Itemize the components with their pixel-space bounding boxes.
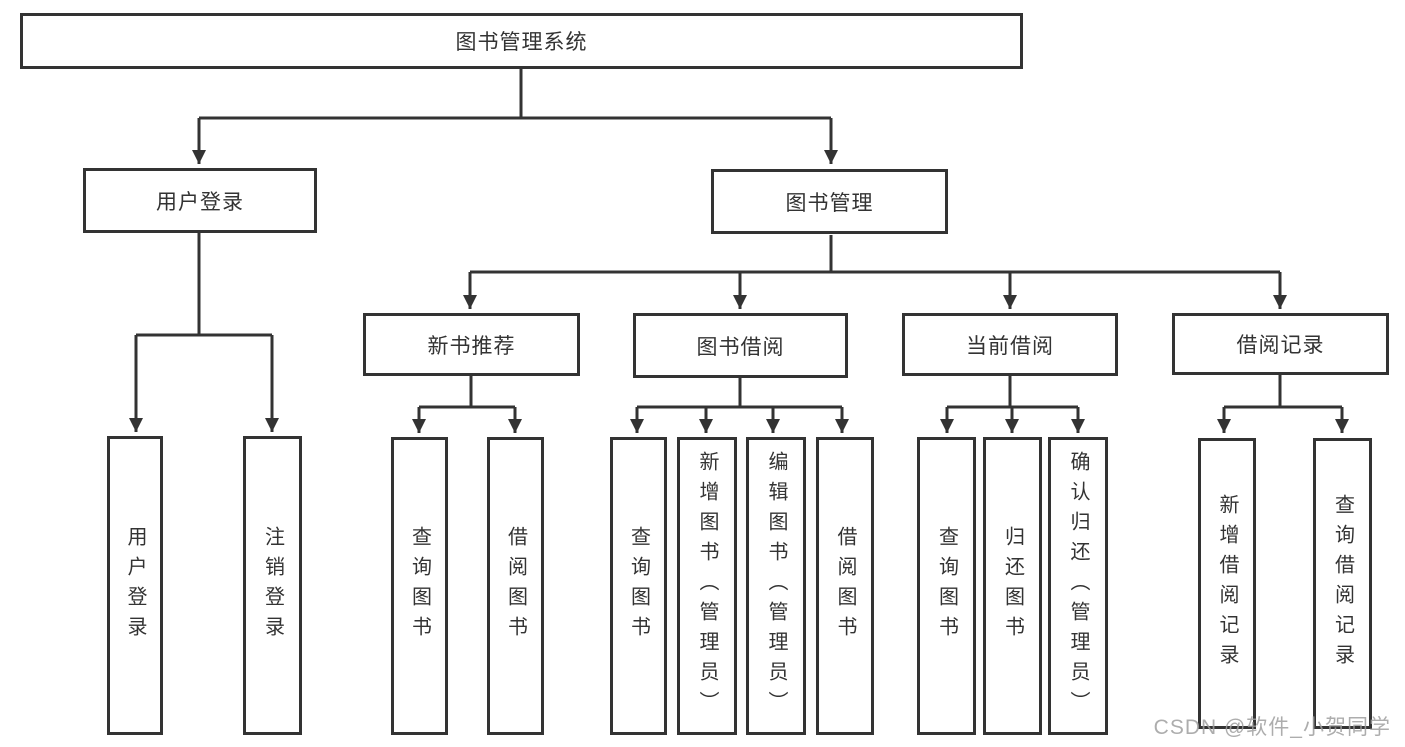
node-leaf-borrow-book-2-label: 借阅图书 xyxy=(834,526,856,646)
node-leaf-confirm-return: 确认归还（管理员） xyxy=(1048,437,1108,735)
node-leaf-return-book-label: 归还图书 xyxy=(1001,526,1024,646)
node-leaf-edit-book-label: 编辑图书（管理员） xyxy=(765,451,787,721)
connector-bookmgmt-split xyxy=(470,235,1280,274)
node-new-book-rec: 新书推荐 xyxy=(363,313,580,376)
node-leaf-add-book-label: 新增图书（管理员） xyxy=(696,451,718,721)
node-leaf-query-book-2-label: 查询图书 xyxy=(627,526,650,646)
node-leaf-query-record-label: 查询借阅记录 xyxy=(1331,493,1354,674)
connector-currentborrow-split xyxy=(947,376,1078,409)
connector-root-split xyxy=(199,69,831,120)
node-leaf-user-login-label: 用户登录 xyxy=(124,525,146,646)
node-leaf-logout: 注销登录 xyxy=(243,436,302,735)
node-user-login: 用户登录 xyxy=(83,168,317,233)
node-leaf-query-book-3: 查询图书 xyxy=(917,437,976,735)
node-leaf-query-book-2: 查询图书 xyxy=(610,437,667,735)
node-leaf-query-book-1-label: 查询图书 xyxy=(408,526,431,646)
node-leaf-confirm-return-label: 确认归还（管理员） xyxy=(1067,451,1089,721)
node-leaf-query-book-3-label: 查询图书 xyxy=(935,526,958,646)
node-leaf-user-login: 用户登录 xyxy=(107,436,163,735)
node-root: 图书管理系统 xyxy=(20,13,1023,69)
node-leaf-query-book-1: 查询图书 xyxy=(391,437,448,735)
node-leaf-borrow-book-1: 借阅图书 xyxy=(487,437,544,735)
node-leaf-query-record: 查询借阅记录 xyxy=(1313,438,1372,729)
node-leaf-return-book: 归还图书 xyxy=(983,437,1042,735)
node-leaf-add-book: 新增图书（管理员） xyxy=(677,437,737,735)
node-leaf-borrow-book-2: 借阅图书 xyxy=(816,437,874,735)
connector-borrowrecord-split xyxy=(1224,375,1342,409)
node-book-borrow: 图书借阅 xyxy=(633,313,848,378)
node-current-borrow: 当前借阅 xyxy=(902,313,1118,376)
node-leaf-logout-label: 注销登录 xyxy=(261,525,284,646)
node-leaf-add-record: 新增借阅记录 xyxy=(1198,438,1256,729)
connector-bookborrow-split xyxy=(637,378,842,409)
connector-userlogin-split xyxy=(136,233,272,337)
node-leaf-add-record-label: 新增借阅记录 xyxy=(1216,493,1238,674)
connector-newbook-split xyxy=(419,376,515,409)
node-leaf-borrow-book-1-label: 借阅图书 xyxy=(504,526,527,646)
node-book-mgmt: 图书管理 xyxy=(711,169,948,234)
node-leaf-edit-book: 编辑图书（管理员） xyxy=(746,437,806,735)
node-borrow-record: 借阅记录 xyxy=(1172,313,1389,375)
